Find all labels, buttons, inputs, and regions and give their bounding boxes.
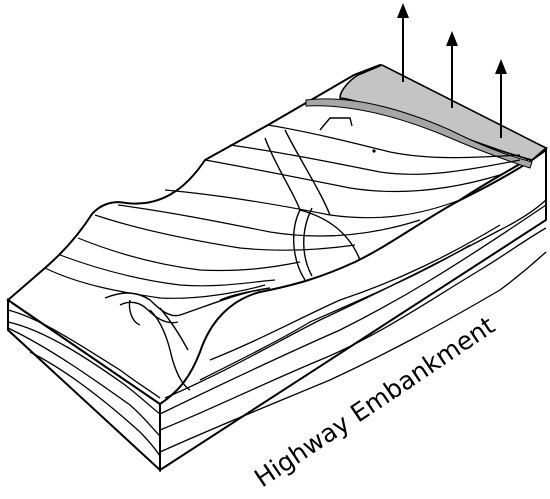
terrain-surface [6,63,549,406]
front-strata [7,309,161,457]
up-arrow-icon [446,31,458,108]
road-stripe [305,98,533,169]
side-strata [159,199,547,453]
survey-point [372,149,376,153]
up-arrow-icon [397,3,409,82]
up-arrow-icon [495,59,507,138]
surface-contours [44,124,521,299]
slide-features [104,117,361,391]
